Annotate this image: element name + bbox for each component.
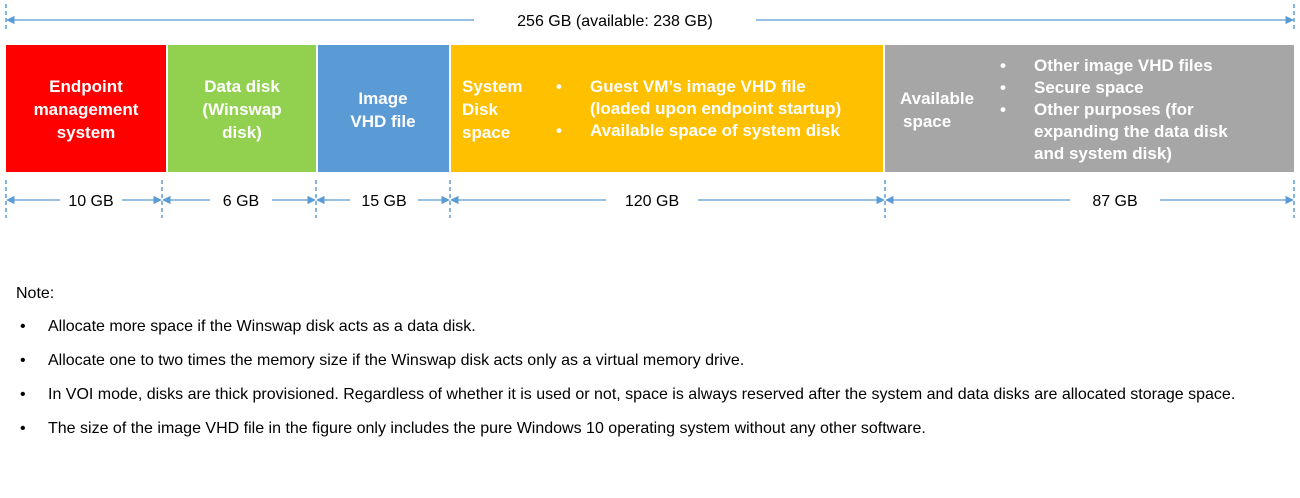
segment-available-line-1: Available xyxy=(900,89,974,108)
segment-endpoint-block xyxy=(6,45,166,172)
notes-section: Note: Allocate more space if the Winswap… xyxy=(16,280,1286,449)
segment-system-line-1: System xyxy=(462,77,522,96)
segment-endpoint-line-2: management xyxy=(34,100,139,119)
bullet-dot: • xyxy=(556,121,562,140)
segment-endpoint-line-1: Endpoint xyxy=(49,77,123,96)
segment-data-disk-line-3: disk) xyxy=(222,123,262,142)
segment-available-line-2: space xyxy=(903,112,951,131)
segment-available-bullet-2-line-1: Secure space xyxy=(1034,78,1144,97)
segment-image-line-2: VHD file xyxy=(350,112,415,131)
segment-data-disk-block xyxy=(168,45,316,172)
segment-system-line-3: space xyxy=(462,123,510,142)
size-label-image: 15 GB xyxy=(361,193,406,210)
size-label-data-disk: 6 GB xyxy=(223,193,259,210)
bullet-dot: • xyxy=(1000,78,1006,97)
segment-image-line-1: Image xyxy=(358,89,407,108)
total-label: 256 GB (available: 238 GB) xyxy=(517,13,713,30)
total-dimension: 256 GB (available: 238 GB) xyxy=(5,4,1295,32)
segment-data-disk-line-1: Data disk xyxy=(204,77,280,96)
size-label-system: 120 GB xyxy=(625,193,679,210)
notes-list: Allocate more space if the Winswap disk … xyxy=(16,313,1286,442)
segment-available: Available space • Other image VHD files … xyxy=(885,45,1294,172)
segment-endpoint-line-3: system xyxy=(57,123,116,142)
size-label-available: 87 GB xyxy=(1092,193,1137,210)
segment-system: System Disk space • Guest VM’s image VHD… xyxy=(451,45,883,172)
segment-data-disk-line-2: (Winswap xyxy=(202,100,281,119)
segment-system-bullet-1-line-2: (loaded upon endpoint startup) xyxy=(590,99,841,118)
segment-image: Image VHD file xyxy=(318,45,449,172)
note-item: In VOI mode, disks are thick provisioned… xyxy=(16,381,1286,408)
segment-system-bullet-2-line-1: Available space of system disk xyxy=(590,121,840,140)
segment-endpoint: Endpoint management system xyxy=(6,45,166,172)
segment-available-block xyxy=(885,45,1294,172)
segment-data-disk: Data disk (Winswap disk) xyxy=(168,45,316,172)
size-label-endpoint: 10 GB xyxy=(68,193,113,210)
bullet-dot: • xyxy=(1000,56,1006,75)
bullet-dot: • xyxy=(1000,100,1006,119)
segment-system-line-2: Disk xyxy=(462,100,498,119)
segment-system-block xyxy=(451,45,883,172)
segment-available-bullet-3-line-2: expanding the data disk xyxy=(1034,122,1228,141)
note-item: The size of the image VHD file in the fi… xyxy=(16,415,1286,442)
notes-title: Note: xyxy=(16,285,55,302)
segment-image-block xyxy=(318,45,449,172)
segment-system-bullet-1-line-1: Guest VM’s image VHD file xyxy=(590,77,806,96)
segment-available-bullet-3-line-3: and system disk) xyxy=(1034,144,1172,163)
segment-available-bullet-3-line-1: Other purposes (for xyxy=(1034,100,1194,119)
segment-available-bullet-1-line-1: Other image VHD files xyxy=(1034,56,1213,75)
note-item: Allocate more space if the Winswap disk … xyxy=(16,313,1286,340)
disk-allocation-diagram: 256 GB (available: 238 GB) Endpoint mana… xyxy=(5,4,1295,218)
note-item: Allocate one to two times the memory siz… xyxy=(16,347,1286,374)
bullet-dot: • xyxy=(556,77,562,96)
size-ticks xyxy=(5,180,1295,218)
